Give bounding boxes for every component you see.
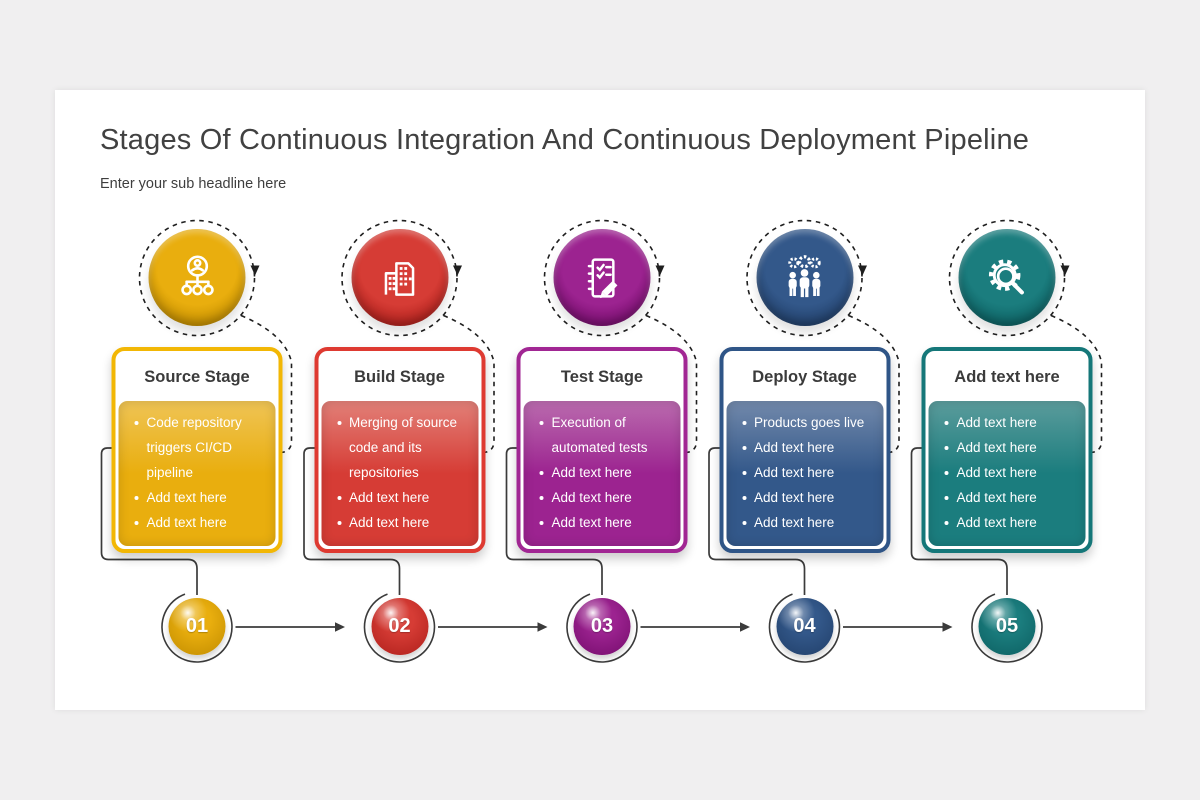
bullet-item: Add text here — [539, 510, 676, 535]
bullet-item: Add text here — [741, 510, 878, 535]
stage-card-title: Deploy Stage — [752, 368, 857, 386]
stage-card-title: Build Stage — [354, 368, 445, 386]
stage-number-badge: 05 — [978, 598, 1036, 655]
bullet-item: Add text here — [134, 510, 271, 535]
bullet-item: Add text here — [944, 410, 1081, 435]
bullet-item: Add text here — [944, 435, 1081, 460]
stage-number: 02 — [388, 615, 411, 637]
stage-card: Source Stage Code repository triggers CI… — [111, 347, 283, 553]
gear-magnifier-icon — [980, 251, 1034, 305]
stage-card-body: Merging of source code and its repositor… — [321, 401, 478, 546]
stage-card-title: Source Stage — [144, 368, 250, 386]
stage-number: 04 — [793, 615, 816, 637]
bullet-item: Add text here — [944, 460, 1081, 485]
stage-number: 05 — [995, 615, 1019, 637]
org-chart-user-icon — [171, 252, 223, 304]
stage-number-badge: 01 — [168, 598, 226, 655]
stage-number: 03 — [590, 615, 614, 637]
bullet-item: Add text here — [134, 485, 271, 510]
bullet-item: Add text here — [741, 435, 878, 460]
stage-number-badge: 04 — [776, 598, 833, 655]
bullet-item: Execution of automated tests — [539, 410, 676, 460]
bullet-item: Merging of source code and its repositor… — [336, 410, 473, 485]
bullet-item: Add text here — [741, 485, 878, 510]
stage-card: Build Stage Merging of source code and i… — [314, 347, 485, 553]
bullet-item: Add text here — [539, 460, 676, 485]
stage-card-title: Add text here — [954, 368, 1060, 386]
bullet-item: Products goes live — [741, 410, 878, 435]
bullet-item: Add text here — [336, 510, 473, 535]
page-title: Stages Of Continuous Integration And Con… — [100, 124, 1030, 156]
checklist-pencil-icon — [576, 252, 628, 304]
bullet-item: Add text here — [539, 485, 676, 510]
stage-column: Source Stage Code repository triggers CI… — [111, 0, 283, 800]
bullet-item: Add text here — [944, 510, 1081, 535]
stage-icon-circle — [553, 229, 651, 326]
bullet-item: Code repository triggers CI/CD pipeline — [134, 410, 271, 485]
page-subtitle: Enter your sub headline here — [100, 176, 287, 192]
bullet-item: Add text here — [741, 460, 878, 485]
stage-icon-circle — [351, 229, 448, 326]
stage-number: 01 — [185, 615, 209, 637]
stage-column: Build Stage Merging of source code and i… — [314, 0, 485, 800]
bullet-item: Add text here — [944, 485, 1081, 510]
bullet-list: Merging of source code and its repositor… — [336, 410, 473, 535]
team-gears-icon — [778, 251, 832, 305]
bullet-item: Add text here — [336, 485, 473, 510]
stage-icon-circle — [148, 229, 246, 326]
stage-icon-circle — [756, 229, 853, 326]
stage-icon-circle — [958, 229, 1056, 326]
buildings-icon — [375, 253, 425, 303]
stage-number-badge: 02 — [371, 598, 428, 655]
stage-card-title: Test Stage — [560, 368, 644, 386]
stage-number-badge: 03 — [573, 598, 631, 655]
